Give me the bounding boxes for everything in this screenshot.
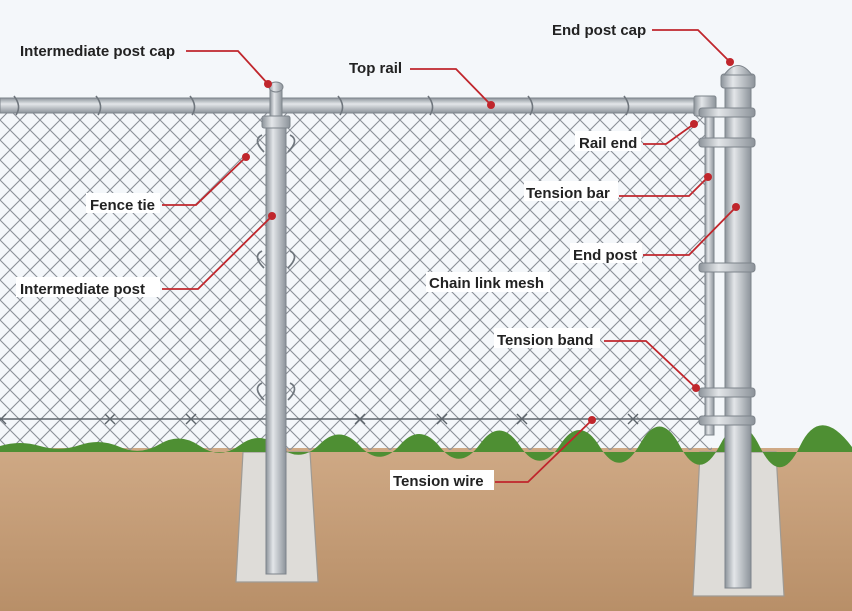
label-end-post: End post [573, 247, 637, 264]
callout-tension-band: Tension band [494, 328, 700, 392]
label-fence-tie: Fence tie [90, 197, 155, 214]
tension-wire-ties [0, 413, 639, 425]
label-top-rail: Top rail [349, 60, 402, 77]
callout-intermediate-post: Intermediate post [16, 212, 276, 298]
callout-rail-end: Rail end [575, 120, 698, 152]
grass [0, 425, 852, 468]
callout-intermediate-post-cap: Intermediate post cap [20, 43, 272, 88]
label-tension-band: Tension band [497, 332, 593, 349]
label-intermediate-post-cap: Intermediate post cap [20, 43, 175, 60]
label-chain-link-mesh: Chain link mesh [429, 275, 544, 292]
callout-end-post: End post [570, 203, 740, 264]
callout-fence-tie: Fence tie [86, 153, 250, 214]
chain-link-mesh [0, 100, 712, 450]
label-rail-end: Rail end [579, 135, 637, 152]
callout-tension-bar: Tension bar [524, 173, 712, 202]
callout-top-rail: Top rail [349, 60, 495, 109]
fence-ties [256, 134, 296, 401]
callout-tension-wire: Tension wire [390, 416, 596, 490]
label-tension-wire: Tension wire [393, 473, 484, 490]
callout-end-post-cap: End post cap [552, 22, 734, 66]
tension-bands [698, 107, 756, 426]
label-end-post-cap: End post cap [552, 22, 646, 39]
end-post [724, 81, 752, 589]
label-tension-bar: Tension bar [526, 185, 610, 202]
end-post-cap [720, 65, 756, 89]
rail-ties [13, 95, 630, 116]
label-intermediate-post: Intermediate post [20, 281, 145, 298]
intermediate-post-cap [268, 81, 284, 117]
callout-chain-link-mesh: Chain link mesh [426, 272, 550, 292]
